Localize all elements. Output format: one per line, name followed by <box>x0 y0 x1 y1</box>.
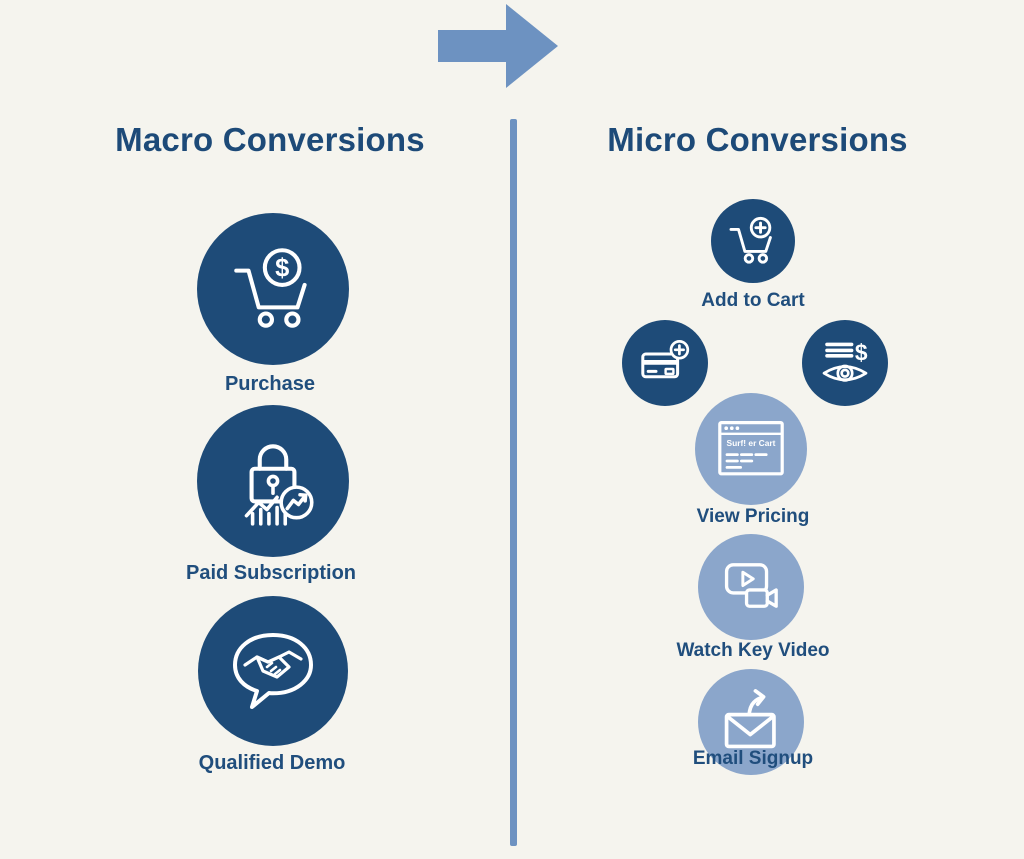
paid-subscription-label: Paid Subscription <box>185 562 357 584</box>
email-signup-circle <box>698 669 804 775</box>
watch-key-video-label: Watch Key Video <box>676 640 830 661</box>
credit-card-plus-icon <box>641 340 690 379</box>
credit-card-circle <box>622 320 708 406</box>
email-arrow-icon <box>724 689 776 749</box>
eye-pricing-circle: $ <box>802 320 888 406</box>
column-divider <box>510 119 517 846</box>
qualified-demo-circle <box>198 596 348 746</box>
browser-window-icon: Surf! er Cart <box>718 421 784 476</box>
qualified-demo-label: Qualified Demo <box>198 752 346 774</box>
browser-window-text: Surf! er Cart <box>727 438 776 448</box>
video-player-icon <box>724 563 778 608</box>
cart-dollar-icon: $ <box>234 248 307 328</box>
add-to-cart-label: Add to Cart <box>701 290 805 311</box>
handshake-bubble-icon <box>233 633 313 709</box>
paid-subscription-circle <box>197 405 349 557</box>
watch-key-video-circle <box>698 534 804 640</box>
email-signup-label: Email Signup <box>692 748 814 769</box>
view-pricing-circle: Surf! er Cart <box>695 393 807 505</box>
lock-growth-icon <box>244 444 314 526</box>
dollar-glyph: $ <box>855 340 868 366</box>
purchase-label: Purchase <box>224 373 316 395</box>
cart-plus-icon <box>729 216 772 264</box>
dollar-glyph: $ <box>275 254 289 282</box>
add-to-cart-circle <box>711 199 795 283</box>
purchase-circle: $ <box>197 213 349 365</box>
eye-pricing-icon: $ <box>822 340 868 382</box>
view-pricing-label: View Pricing <box>696 506 810 527</box>
micro-title: Micro Conversions <box>607 121 908 158</box>
macro-title: Macro Conversions <box>115 121 425 158</box>
right-arrow-icon <box>438 4 558 88</box>
